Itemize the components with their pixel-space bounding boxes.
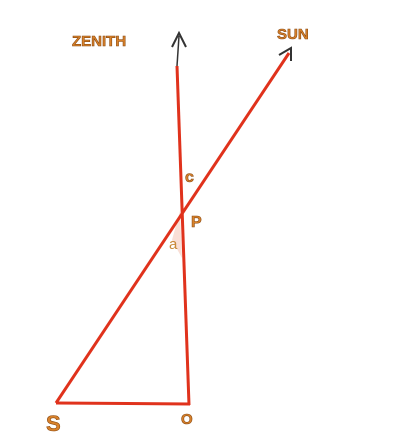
ground-line-s-o [55,401,191,406]
label-a: a [169,236,178,253]
label-o: O [181,411,193,428]
vertical-line-o-zenith [175,65,191,406]
label-zenith: ZENITH [72,33,126,50]
zenith-arrow-shaft [176,35,180,67]
sun-ray-line [54,52,291,404]
label-p: P [191,214,202,231]
angle-a-shade [172,211,182,258]
zenith-arrow-head [171,30,187,48]
label-c: c [185,169,194,186]
sun-arrow-head [278,46,292,61]
label-s: S [46,411,61,436]
label-sun: SUN [277,26,309,43]
